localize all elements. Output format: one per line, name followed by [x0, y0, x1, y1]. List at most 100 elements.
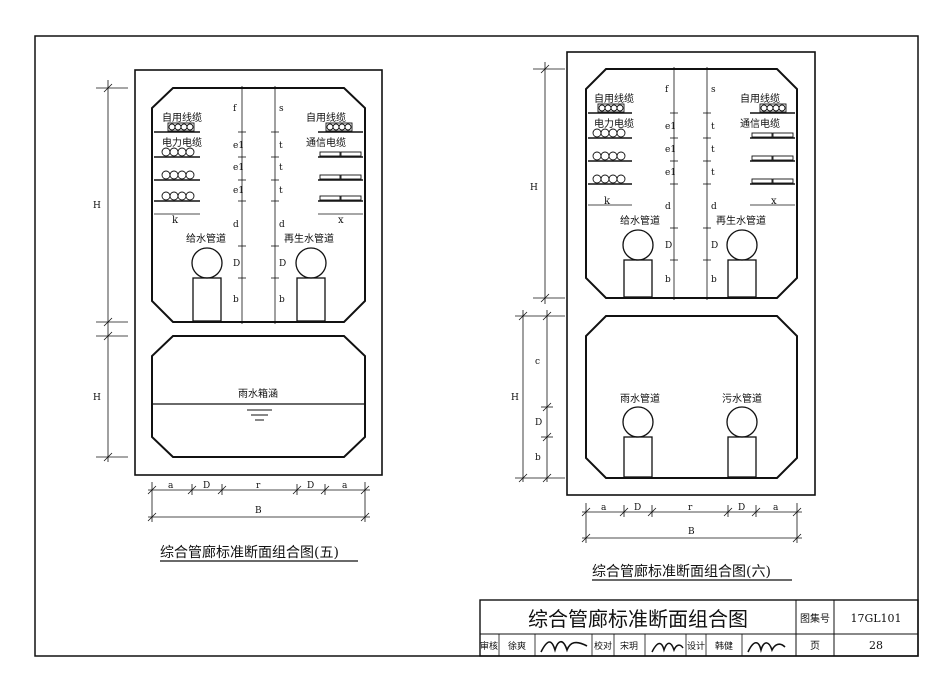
right-dim-c: c — [535, 357, 540, 367]
check-label: 校对 — [594, 640, 612, 652]
left-water-supply-label: 给水管道 — [186, 232, 226, 245]
left-self-cable-label-r: 自用线缆 — [306, 111, 346, 124]
right-pipes — [622, 229, 758, 478]
left-upper-chamber — [151, 87, 366, 323]
design-label: 设计 — [687, 640, 705, 652]
right-rain-pipe-label: 雨水管道 — [620, 392, 660, 405]
right-telecom-cable-label: 通信电缆 — [740, 117, 780, 130]
right-cables — [592, 103, 794, 184]
sheet-title: 综合管廊标准断面组合图 — [528, 607, 748, 631]
left-self-cable-label-l: 自用线缆 — [162, 111, 202, 124]
right-dim-H-upper: H — [530, 183, 538, 193]
right-dim-H-lower: H — [511, 393, 519, 403]
right-dim-a-r: a — [773, 503, 779, 513]
right-cable-trays — [588, 112, 795, 185]
left-dim-f: f — [233, 104, 237, 114]
left-pipes — [191, 247, 327, 322]
left-inner-dim-lines — [154, 86, 363, 324]
right-caption: 综合管廊标准断面组合图(六) — [592, 563, 771, 580]
left-dim-H-upper: H — [93, 201, 101, 211]
right-self-cable-label-l: 自用线缆 — [594, 92, 634, 105]
left-dim-D-l: D — [203, 481, 210, 491]
right-dim-d: d — [665, 202, 671, 212]
right-dim-x: x — [771, 196, 777, 207]
left-dim-B: B — [255, 506, 262, 516]
left-dim-d: d — [233, 220, 239, 230]
left-dim-a-l: a — [168, 481, 174, 491]
left-dim-t-c: t — [279, 186, 283, 196]
left-dim-r: r — [256, 481, 261, 491]
designer-signature — [747, 641, 786, 654]
right-water-supply-label: 给水管道 — [620, 214, 660, 227]
left-dim-x: x — [338, 215, 344, 226]
right-dim-B: B — [688, 527, 695, 537]
right-dim-D: D — [665, 241, 672, 251]
right-dim-b-r: b — [711, 275, 717, 285]
right-dim-f: f — [665, 85, 669, 95]
right-dim-b: b — [665, 275, 671, 285]
right-dim-k: k — [604, 196, 611, 207]
right-dim-e1-b: e1 — [665, 145, 676, 155]
left-telecom-cable-label: 通信电缆 — [306, 136, 346, 149]
designer-name: 韩健 — [715, 640, 733, 652]
right-outer-frame — [566, 51, 816, 496]
left-dim-b-r: b — [279, 295, 285, 305]
right-dim-D-l: D — [634, 503, 641, 513]
right-dim-r: r — [688, 503, 693, 513]
left-power-cable-label: 电力电缆 — [162, 136, 202, 149]
right-dim-e1-c: e1 — [665, 168, 676, 178]
right-dim-e1-a: e1 — [665, 122, 676, 132]
left-caption: 综合管廊标准断面组合图(五) — [160, 544, 339, 561]
page-label: 页 — [810, 640, 820, 652]
right-lower-chamber — [585, 315, 798, 479]
right-dim-t-a: t — [711, 122, 715, 132]
right-self-cable-label-r: 自用线缆 — [740, 92, 780, 105]
review-label: 审核 — [480, 640, 498, 652]
left-cable-trays — [154, 131, 363, 202]
reviewer-signature — [540, 640, 588, 653]
left-dim-D-r: D — [279, 259, 286, 269]
left-rain-box-label: 雨水箱涵 — [238, 387, 278, 400]
left-dim-a-r: a — [342, 481, 348, 491]
sheet-border — [34, 35, 919, 657]
right-height-dims — [515, 62, 565, 483]
right-dim-t-b: t — [711, 145, 715, 155]
left-dim-t-b: t — [279, 163, 283, 173]
right-dim-D-rt: D — [738, 503, 745, 513]
left-lower-chamber — [151, 335, 366, 458]
right-dim-b-side: b — [535, 453, 541, 463]
left-dim-e1-a: e1 — [233, 141, 244, 151]
right-diagram: 自用线缆 电力电缆 自用线缆 通信电缆 给水管道 再生水管道 雨水管道 污水管道… — [511, 51, 816, 581]
left-reclaimed-water-label: 再生水管道 — [284, 232, 334, 245]
left-dim-H-lower: H — [93, 393, 101, 403]
right-dim-s: s — [711, 85, 716, 95]
left-dim-s: s — [279, 104, 284, 114]
left-dim-k: k — [172, 215, 179, 226]
left-dim-d-r: d — [279, 220, 285, 230]
right-reclaimed-water-label: 再生水管道 — [716, 214, 766, 227]
left-dim-b: b — [233, 295, 239, 305]
left-diagram: 自用线缆 电力电缆 自用线缆 通信电缆 给水管道 再生水管道 雨水箱涵 f e1… — [93, 69, 383, 562]
right-upper-chamber — [585, 68, 798, 299]
right-dim-d-r: d — [711, 202, 717, 212]
checker-name: 宋玥 — [620, 640, 638, 652]
left-height-dims — [96, 80, 128, 462]
right-sewage-pipe-label: 污水管道 — [722, 392, 762, 405]
right-inner-dim-lines — [588, 67, 795, 300]
title-block: 综合管廊标准断面组合图 图集号 17GL101 页 28 审核 徐爽 校对 宋玥… — [479, 599, 919, 657]
atlas-number: 17GL101 — [850, 612, 901, 625]
checker-signature — [651, 642, 684, 653]
right-dim-D-r: D — [711, 241, 718, 251]
atlas-label: 图集号 — [800, 612, 830, 625]
water-level-symbol — [247, 409, 272, 421]
left-dim-D-rt: D — [307, 481, 314, 491]
left-outer-frame — [134, 69, 383, 476]
right-dim-D-side: D — [535, 418, 542, 428]
right-dim-a-l: a — [601, 503, 607, 513]
reviewer-name: 徐爽 — [508, 640, 526, 652]
right-dim-t-c: t — [711, 168, 715, 178]
left-dim-e1-c: e1 — [233, 186, 244, 196]
left-dim-e1-b: e1 — [233, 163, 244, 173]
left-dim-t-a: t — [279, 141, 283, 151]
